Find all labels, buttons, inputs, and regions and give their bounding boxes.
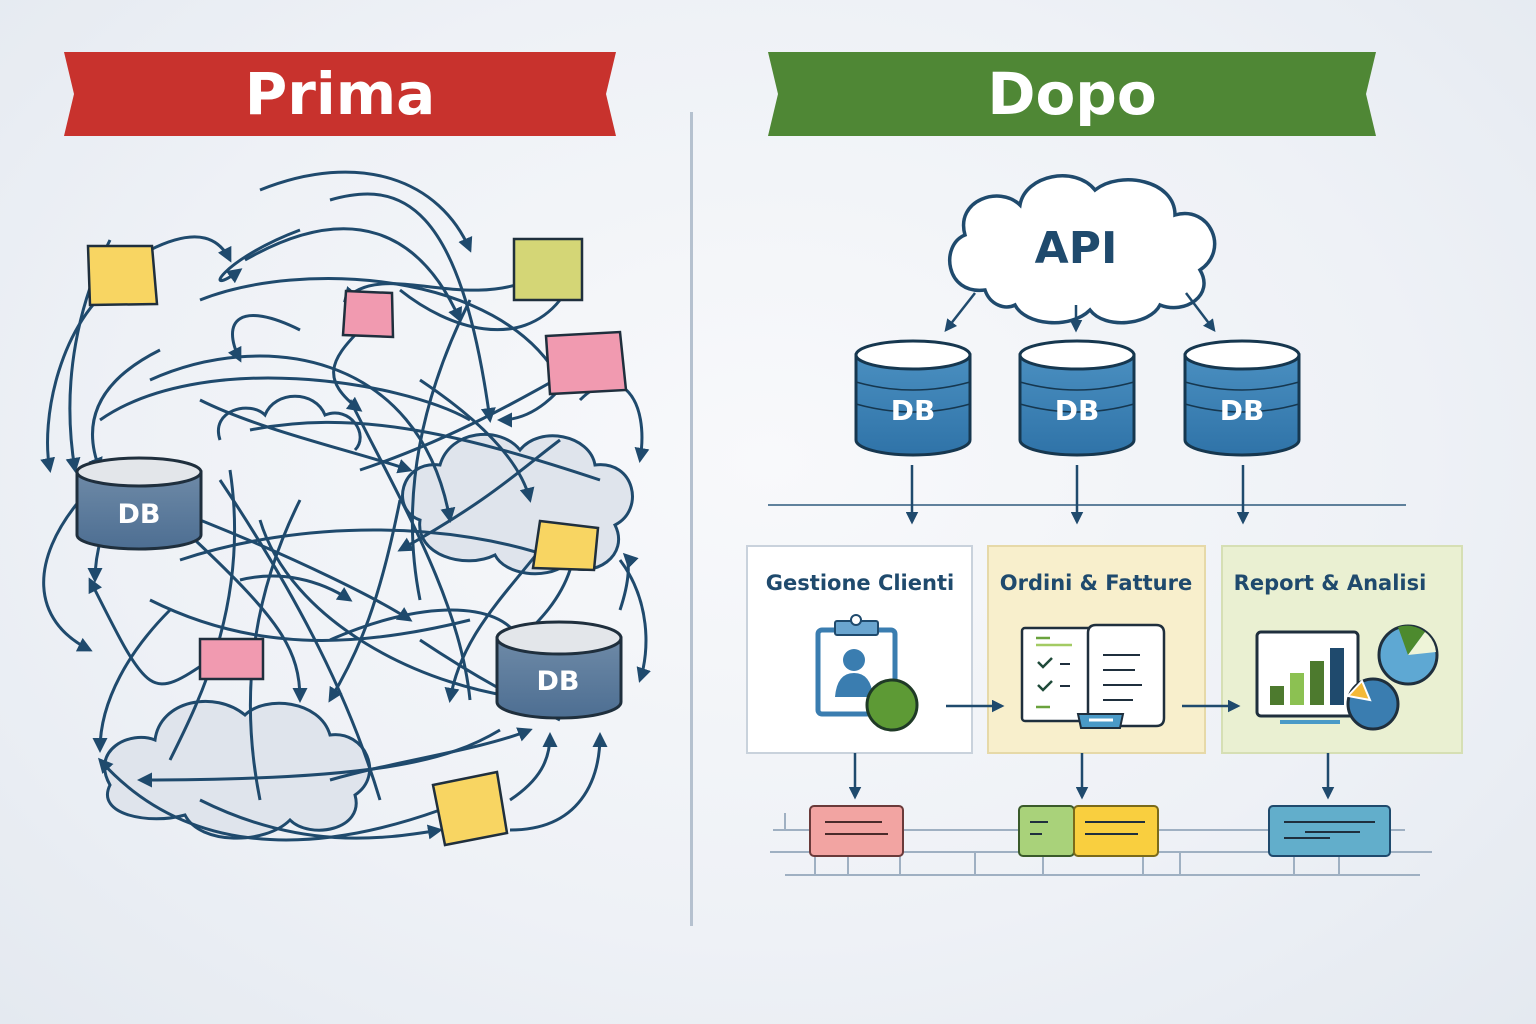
output-ordini — [1018, 805, 1159, 857]
after-db-2: DB — [1018, 339, 1136, 457]
before-db-1: DB — [75, 456, 203, 551]
orders-invoice-icon — [1020, 623, 1166, 729]
after-title: Dopo — [987, 60, 1157, 128]
module-gestione-clienti: Gestione Clienti — [746, 545, 973, 754]
api-cloud: API — [948, 174, 1217, 325]
db-label: DB — [537, 666, 580, 697]
after-structure: API DB DB DB — [746, 174, 1463, 876]
sticky-note — [544, 330, 628, 396]
sticky-note — [431, 770, 509, 847]
after-db-3: DB — [1183, 339, 1301, 457]
before-title: Prima — [244, 60, 436, 128]
module-label: Report & Analisi — [1234, 571, 1427, 595]
db-label: DB — [118, 499, 161, 530]
sticky-note — [86, 244, 159, 307]
ribbon-shape — [64, 52, 616, 136]
db-label: DB — [1220, 394, 1265, 427]
after-banner: Dopo — [768, 52, 1376, 136]
ribbon-shape — [768, 52, 1376, 136]
sticky-note — [198, 637, 265, 681]
db-label: DB — [1055, 394, 1100, 427]
output-clienti — [809, 805, 904, 857]
before-banner: Prima — [64, 52, 616, 136]
api-label: API — [1035, 223, 1118, 274]
module-ordini-fatture: Ordini & Fatture — [987, 545, 1206, 754]
module-report-analisi: Report & Analisi — [1221, 545, 1463, 754]
section-divider — [690, 112, 693, 926]
sticky-note — [531, 519, 600, 572]
after-db-1: DB — [854, 339, 972, 457]
sticky-note — [341, 289, 395, 339]
before-chaos: DB DB — [40, 170, 651, 847]
module-label: Ordini & Fatture — [1000, 571, 1192, 595]
db-label: DB — [891, 394, 936, 427]
before-db-2: DB — [495, 620, 623, 720]
sticky-note — [512, 237, 584, 302]
report-chart-icon — [1255, 624, 1439, 731]
client-clipboard-icon — [815, 614, 919, 732]
module-label: Gestione Clienti — [766, 571, 954, 595]
output-report — [1268, 805, 1391, 857]
